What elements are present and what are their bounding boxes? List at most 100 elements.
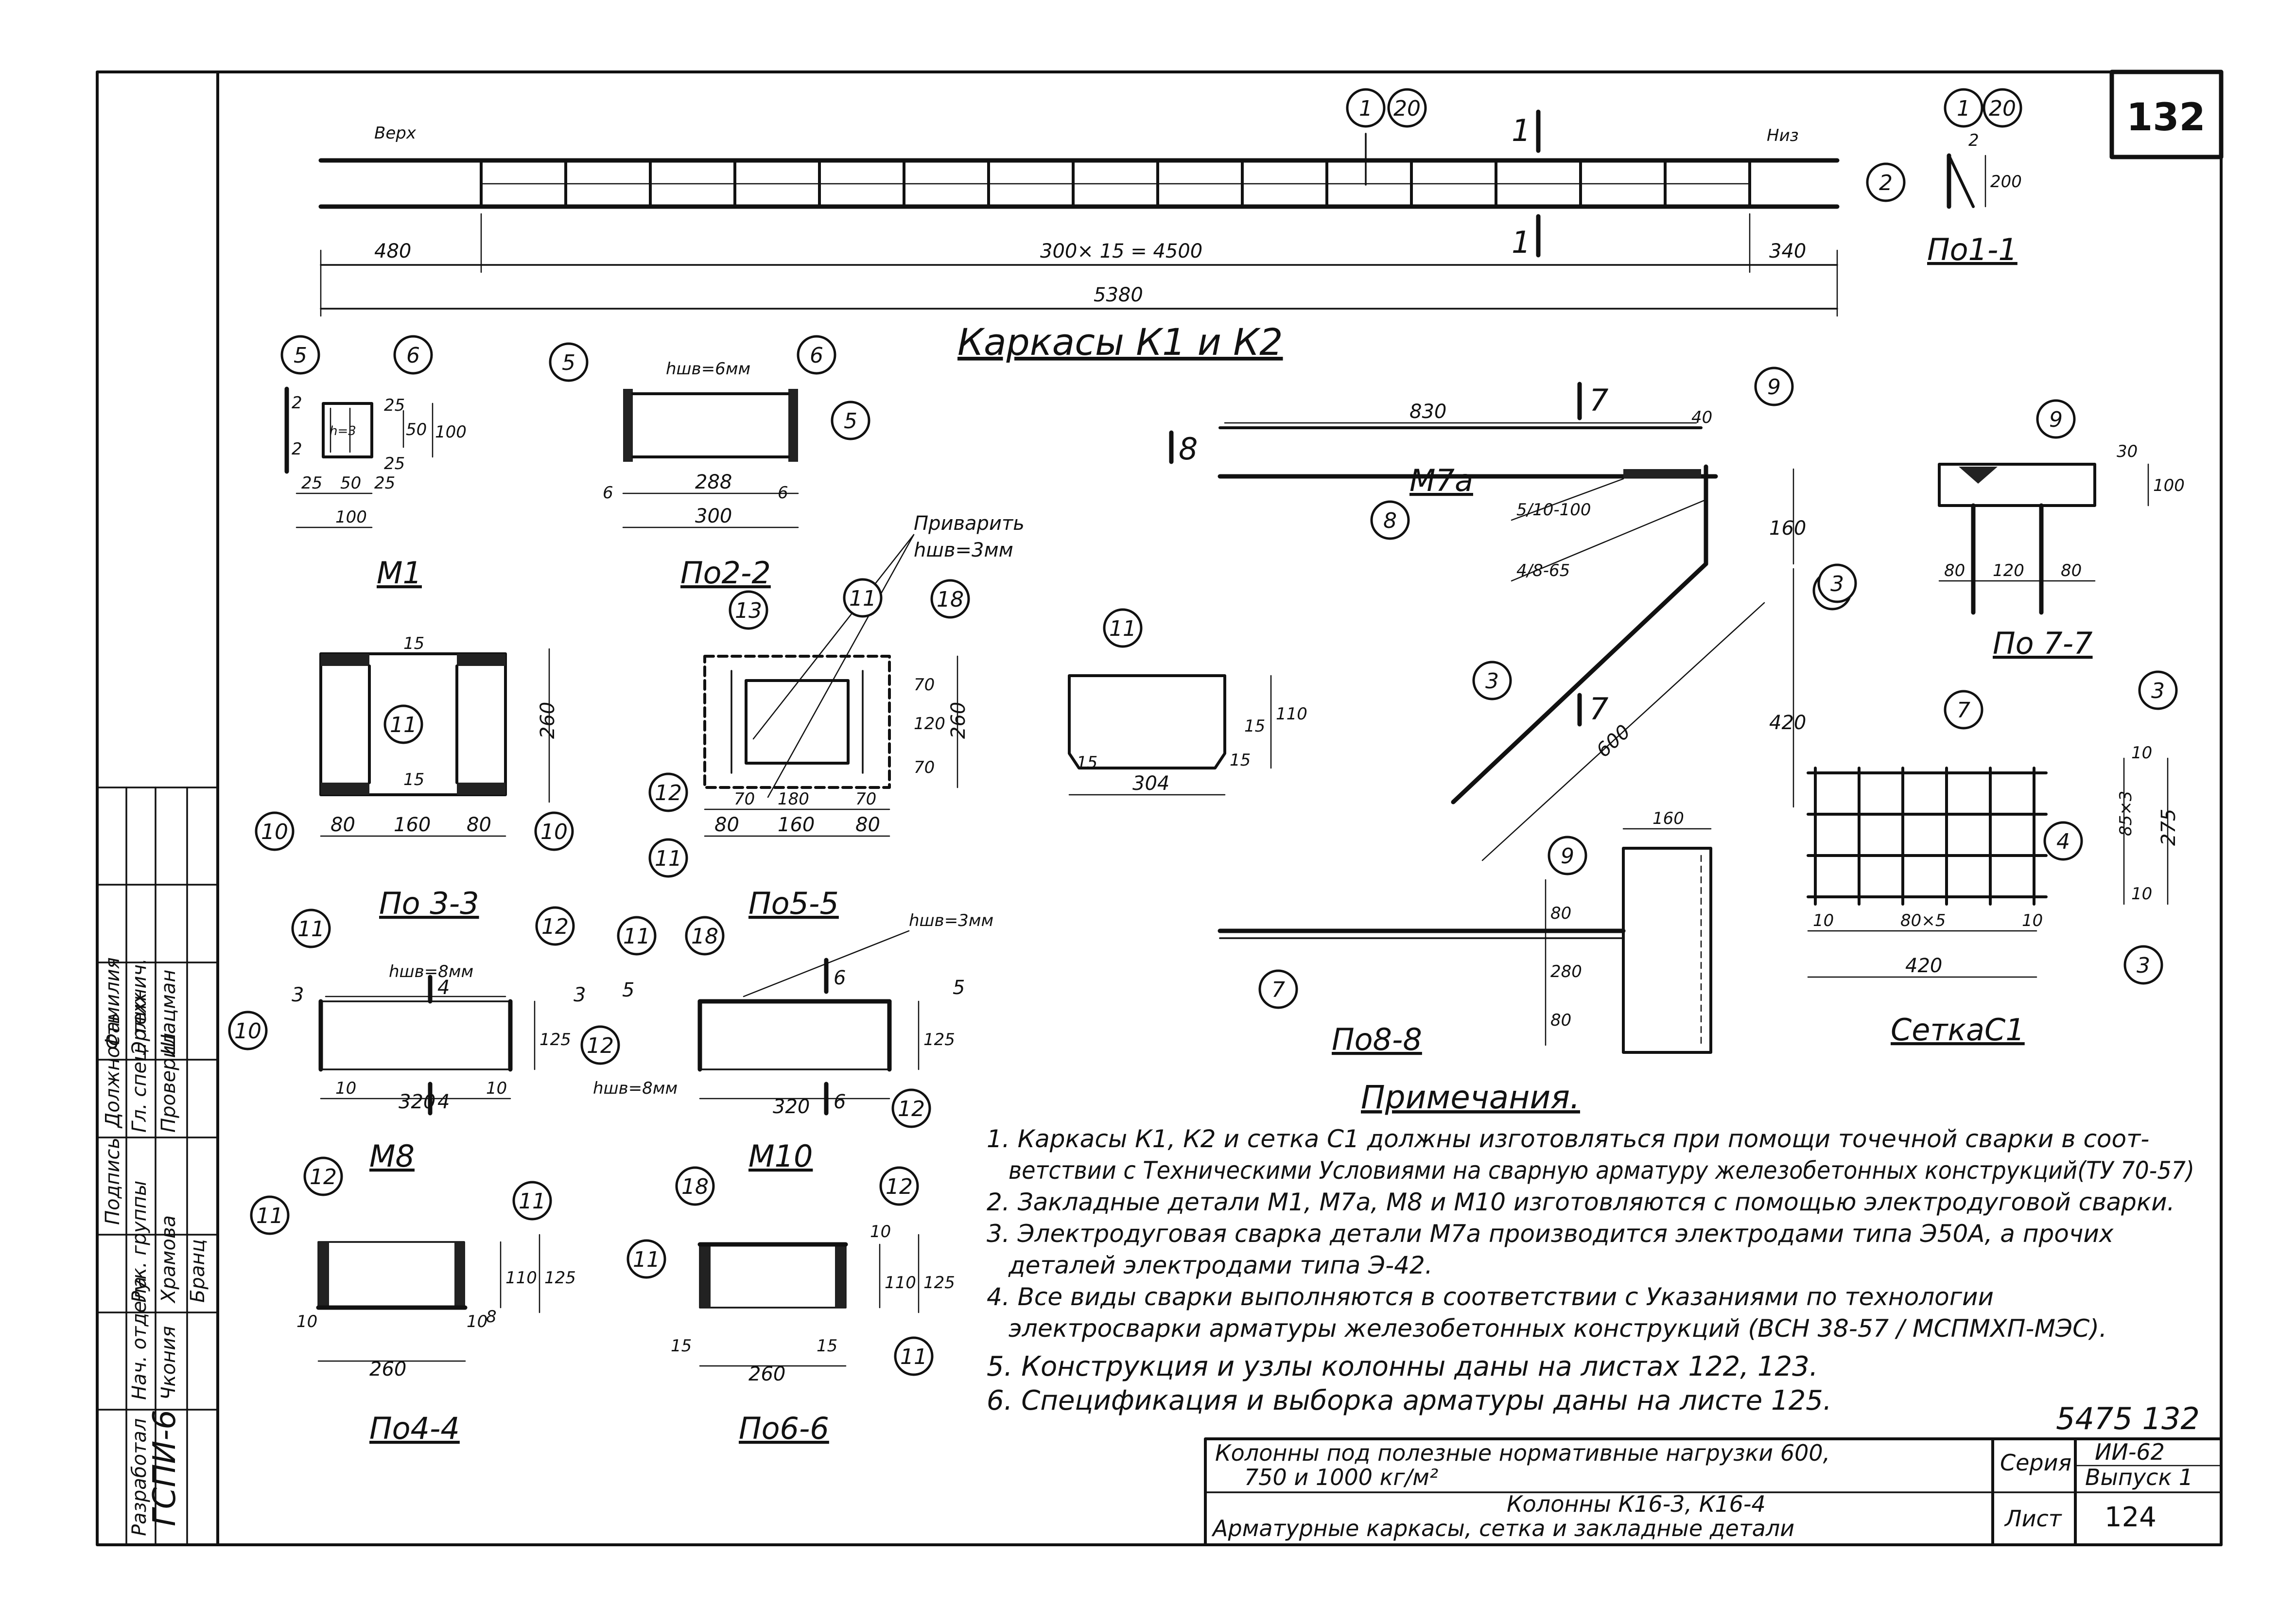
frames-title: Каркасы К1 и К2 (957, 320, 1283, 364)
m8-mark-4b: 4 (437, 1091, 450, 1113)
stamp-header-2: Должность (102, 1013, 124, 1129)
s66-title: По6-6 (739, 1411, 829, 1446)
p11-dim-h: 110 (1276, 704, 1307, 724)
s66-dim-3: 15 (817, 1336, 837, 1356)
p11-dim-right: 15 (1230, 751, 1251, 770)
section-2-2: hшв=6мм 288 300 6 6 По2-2 (603, 359, 799, 591)
m10-weld-bottom: hшв=8мм (593, 1079, 678, 1098)
callout-number: 11 (519, 1189, 546, 1214)
callout-number: 7 (1271, 978, 1285, 1002)
s33-dim-3: 80 (467, 814, 491, 836)
callout-number: 10 (540, 820, 568, 844)
m1-dim-4: 100 (335, 507, 367, 527)
mesh-c1: 10 80×5 10 420 10 85×3 10 275 СеткаС1 (1807, 743, 2180, 1048)
s55-dim-6: 70 (855, 789, 876, 809)
callout-number: 3 (2151, 679, 2165, 703)
tb-row2: Колонны К16-3, К16-4 (1507, 1491, 1766, 1517)
m1-dim-8: 25 (384, 454, 405, 473)
callout-number: 11 (633, 1247, 660, 1272)
callout-number: 3 (2137, 953, 2150, 978)
section-mark-top: 1 (1512, 113, 1531, 148)
callout-number: 12 (310, 1165, 337, 1189)
m7a-title: М7а (1409, 463, 1473, 498)
callout-circle (617, 916, 657, 956)
m10-title: М10 (748, 1138, 813, 1174)
m1-dim-5: 50 (406, 420, 427, 439)
callout-circle (393, 335, 433, 375)
section-5-5: 80 160 80 70 180 70 70 120 70 260 Привар… (703, 512, 1025, 921)
callout-circle (280, 335, 320, 375)
stamp-name-4: Эрлих (128, 992, 151, 1055)
callout-number: 11 (623, 924, 650, 949)
detail-m8: hшв=8мм 10 320 10 125 4 4 3 3 М8 (292, 962, 586, 1174)
sec11-title: По1-1 (1927, 232, 2018, 267)
callout-number: 10 (261, 820, 288, 844)
callout-number: 6 (810, 343, 823, 368)
m1-dim-6: 100 (435, 422, 467, 442)
callout-circle (1944, 88, 1983, 128)
note-line-9: 6. Спецификация и выборка арматуры даны … (987, 1385, 1832, 1416)
section-1-1: 200 2 По1-1 (1927, 131, 2022, 267)
plate-11: 304 15 15 110 15 (1068, 674, 1307, 796)
dim-right: 340 (1769, 240, 1806, 262)
callout-circle (535, 906, 575, 946)
callout-circle (228, 1011, 268, 1050)
note-line-8: 5. Конструкция и узлы колонны даны на ли… (987, 1351, 1818, 1382)
frame-k1-k2: Верх Низ 1 1 480 300× 15 = 4500 340 5380… (318, 109, 1840, 364)
s66-dim-6: 10 (870, 1222, 891, 1241)
callout-number: 5 (562, 350, 575, 375)
p11-dim-left: 15 (1077, 753, 1097, 772)
callout-circle (255, 811, 295, 851)
callout-number: 5 (294, 343, 307, 368)
stamp-name-2: Храмова (157, 1215, 180, 1304)
stamp-header-1: Подпись (102, 1137, 124, 1225)
callout-circle (549, 342, 589, 382)
callout-circle (1548, 836, 1587, 875)
callout-number: 13 (735, 598, 762, 623)
s44-dim-5: 125 (544, 1268, 576, 1288)
section-mark-bottom: 1 (1512, 225, 1531, 260)
m1-dim-7: 25 (384, 396, 405, 415)
c1-dim-4: 420 (1905, 955, 1942, 977)
tb-series-value: ИИ-62 (2095, 1439, 2165, 1465)
dim-left: 480 (374, 240, 411, 262)
callout-number: 20 (1393, 96, 1421, 121)
s77-dim-4: 100 (2153, 476, 2185, 495)
callout-circle (291, 909, 331, 948)
callout-number: 1 (1957, 96, 1970, 121)
sec11-dim-w: 2 (1968, 131, 1979, 150)
stamp-header-3: Фамилия (102, 957, 124, 1050)
s44-dim-6: 8 (486, 1307, 497, 1327)
m7a-mark-8: 8 (1179, 431, 1198, 467)
callout-number: 2 (1879, 171, 1893, 195)
callout-circle (512, 1181, 552, 1221)
section-6-6: 15 260 15 110 125 10 По6-6 (671, 1222, 955, 1446)
doc-code: 5475 132 (2056, 1401, 2200, 1436)
m7a-mark-7b: 7 (1589, 691, 1608, 727)
stamp-org: ГСПИ-6 (147, 1410, 183, 1526)
m10-weld-top: hшв=3мм (909, 911, 993, 930)
callout-circle (1817, 563, 1857, 603)
tb-series-label: Серия (2000, 1450, 2071, 1476)
c1-dim-1: 10 (1813, 911, 1834, 930)
callout-circle (2138, 670, 2178, 710)
note-line-6: 4. Все виды сварки выполняются в соответ… (987, 1283, 1994, 1311)
callout-circle (891, 1088, 931, 1128)
detail-m10: hшв=3мм hшв=8мм 320 125 5 5 6 6 М10 (593, 911, 993, 1174)
tb-row1b: 750 и 1000 кг/м² (1244, 1464, 1438, 1490)
m1-title: М1 (377, 555, 422, 591)
callout-circle (1754, 367, 1794, 406)
p11-dim-len: 304 (1132, 772, 1169, 795)
callout-number: 1 (1359, 96, 1373, 121)
callout-circle (1346, 88, 1386, 128)
m8-title: М8 (369, 1138, 415, 1174)
callout-circle (1258, 969, 1298, 1009)
note-line-2: ветствии с Техническими Условиями на сва… (1009, 1156, 2194, 1185)
s22-weld: hшв=6мм (666, 359, 750, 379)
callout-number: 6 (406, 343, 420, 368)
s44-title: По4-4 (369, 1411, 460, 1446)
title-block: 5475 132 Колонны под полезные нормативны… (1204, 1401, 2223, 1546)
s55-dim-2: 160 (778, 814, 815, 836)
s33-dim-bot: 15 (403, 770, 424, 789)
